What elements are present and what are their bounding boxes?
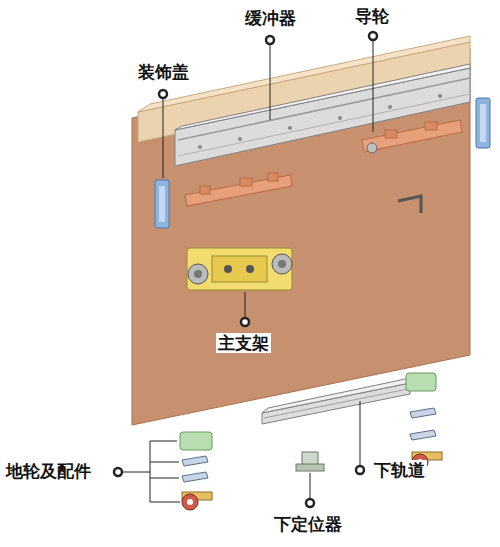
end-cap xyxy=(159,186,165,222)
main-bracket xyxy=(188,264,208,284)
guide-roller xyxy=(367,143,377,153)
guide-roller xyxy=(362,120,462,153)
floor-wheel-parts xyxy=(406,373,436,391)
floor-wheel-parts xyxy=(180,432,212,450)
top-track xyxy=(238,137,242,141)
leader-line xyxy=(150,478,179,479)
leader-line xyxy=(150,441,177,442)
floor-wheel-parts xyxy=(187,499,193,505)
lower-track xyxy=(262,378,410,424)
end-cap xyxy=(476,98,490,148)
part-label: 导轮 xyxy=(353,6,391,26)
top-track xyxy=(438,94,442,98)
leader-dot xyxy=(306,499,314,507)
buffer xyxy=(268,173,278,181)
leader-dot xyxy=(114,468,122,476)
end-cap xyxy=(155,98,490,228)
floor-wheel-parts xyxy=(410,430,436,440)
main-bracket xyxy=(194,270,202,278)
main-bracket xyxy=(187,248,292,290)
top-track xyxy=(338,116,342,120)
main-bracket xyxy=(272,254,292,274)
main-bracket xyxy=(212,256,267,282)
guide-roller xyxy=(425,122,437,130)
main-bracket xyxy=(187,248,292,290)
top-track xyxy=(175,64,470,166)
leader-line xyxy=(270,40,271,120)
part-label: 地轮及配件 xyxy=(4,461,93,481)
leader-dot xyxy=(266,36,274,44)
top-track xyxy=(288,126,292,130)
lower-track xyxy=(262,378,410,413)
leader-dot xyxy=(114,32,377,507)
leader-line xyxy=(118,36,373,503)
top-track xyxy=(175,64,470,130)
floor-wheel-parts xyxy=(410,408,436,418)
lower-track xyxy=(264,389,408,418)
leader-line xyxy=(360,401,361,470)
buffer xyxy=(185,173,292,206)
main-bracket xyxy=(246,265,254,273)
buffer xyxy=(200,186,210,194)
leader-dot xyxy=(159,90,167,98)
top-track xyxy=(178,94,470,156)
hex-key xyxy=(398,196,421,213)
top-track xyxy=(175,68,470,166)
leader-line xyxy=(150,502,180,503)
main-bracket xyxy=(278,260,286,268)
part-label: 下轨道 xyxy=(372,460,427,480)
part-label: 主支架 xyxy=(216,333,271,353)
leader-line xyxy=(150,462,179,463)
lower-positioner xyxy=(296,464,324,471)
buffer xyxy=(240,178,252,186)
leader-line xyxy=(150,441,151,502)
lower-positioner xyxy=(296,452,324,471)
leader-dot xyxy=(356,466,364,474)
leader-dot xyxy=(241,318,249,326)
floor-wheel-parts xyxy=(182,494,198,510)
top-track xyxy=(198,145,202,149)
leader-dot xyxy=(369,32,377,40)
hex-key xyxy=(398,196,421,213)
leader-line xyxy=(163,94,164,178)
part-label: 装饰盖 xyxy=(136,62,191,82)
end-cap xyxy=(480,104,486,142)
floor-wheel-parts xyxy=(182,456,208,466)
top-track xyxy=(388,105,392,109)
floor-wheel-parts xyxy=(180,373,442,510)
guide-roller xyxy=(362,120,462,152)
guide-roller xyxy=(385,130,397,138)
lower-track xyxy=(262,383,410,424)
main-bracket xyxy=(224,265,232,273)
part-label: 缓冲器 xyxy=(243,8,298,28)
floor-wheel-parts xyxy=(182,472,208,482)
part-label: 下定位器 xyxy=(272,514,344,534)
leader-line xyxy=(373,36,374,132)
end-cap xyxy=(155,180,169,228)
